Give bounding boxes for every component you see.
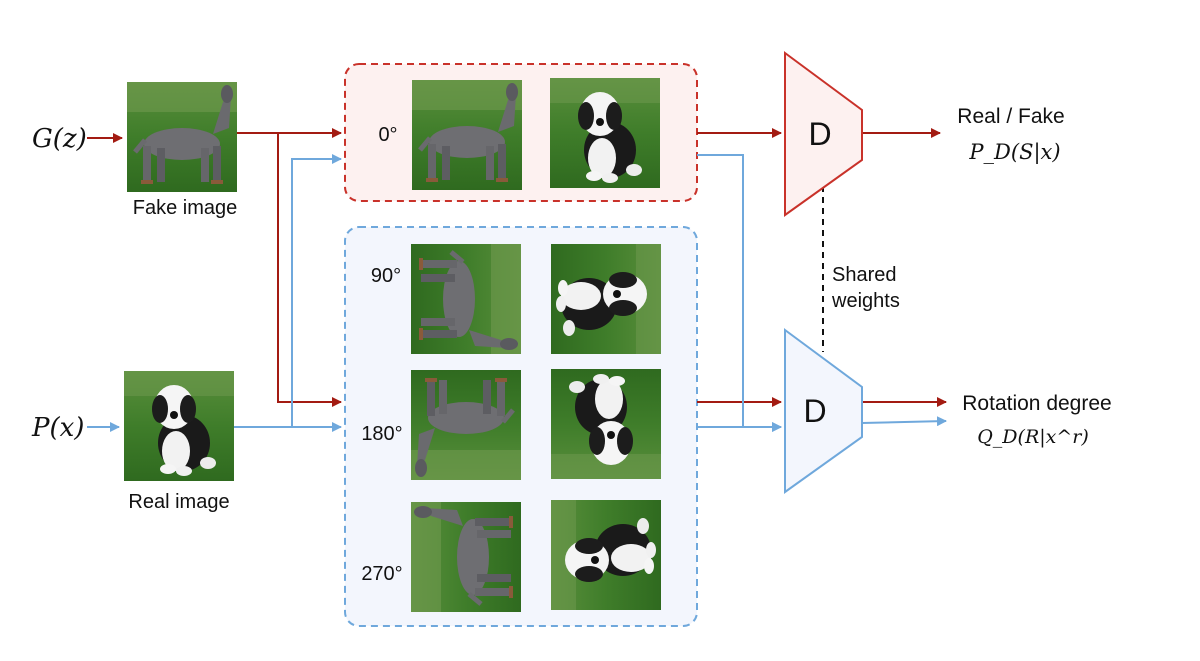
fake-image-90deg	[411, 244, 521, 354]
discriminator-bottom-label: D	[803, 393, 826, 429]
real-image-90deg	[551, 244, 661, 354]
discriminator-top-label: D	[808, 116, 831, 152]
discriminator-bottom	[784, 328, 863, 494]
rotation-label-90: 90°	[371, 265, 401, 287]
shared-weights-label-line2: weights	[831, 290, 900, 312]
real-flow-arrows	[87, 154, 947, 432]
fake-image-caption: Fake image	[133, 197, 238, 219]
real-image-0deg	[550, 78, 660, 188]
real-image-caption: Real image	[128, 491, 229, 513]
rotation-label-270: 270°	[361, 563, 402, 585]
real-image	[124, 371, 234, 481]
generator-input-label: G(z)	[32, 124, 87, 154]
discriminator-top	[784, 51, 863, 217]
data-input-label: P(x)	[31, 413, 84, 443]
fake-flow-arrows	[87, 128, 947, 407]
fake-image-270deg	[411, 502, 521, 612]
rotation-label-0: 0°	[378, 124, 397, 146]
real-image-270deg	[551, 500, 661, 610]
fake-image-180deg	[411, 370, 521, 480]
real-image-180deg	[551, 369, 661, 479]
fake-image	[127, 82, 237, 192]
rotation-degree-output-label: Rotation degree	[962, 392, 1111, 415]
qd-formula: Q_D(R|x^r)	[977, 426, 1089, 448]
rotation-label-180: 180°	[361, 423, 402, 445]
real-fake-output-label: Real / Fake	[957, 105, 1064, 128]
shared-weights-label-line1: Shared	[832, 264, 897, 286]
pd-formula: P_D(S|x)	[968, 140, 1060, 165]
fake-image-0deg	[412, 80, 522, 190]
